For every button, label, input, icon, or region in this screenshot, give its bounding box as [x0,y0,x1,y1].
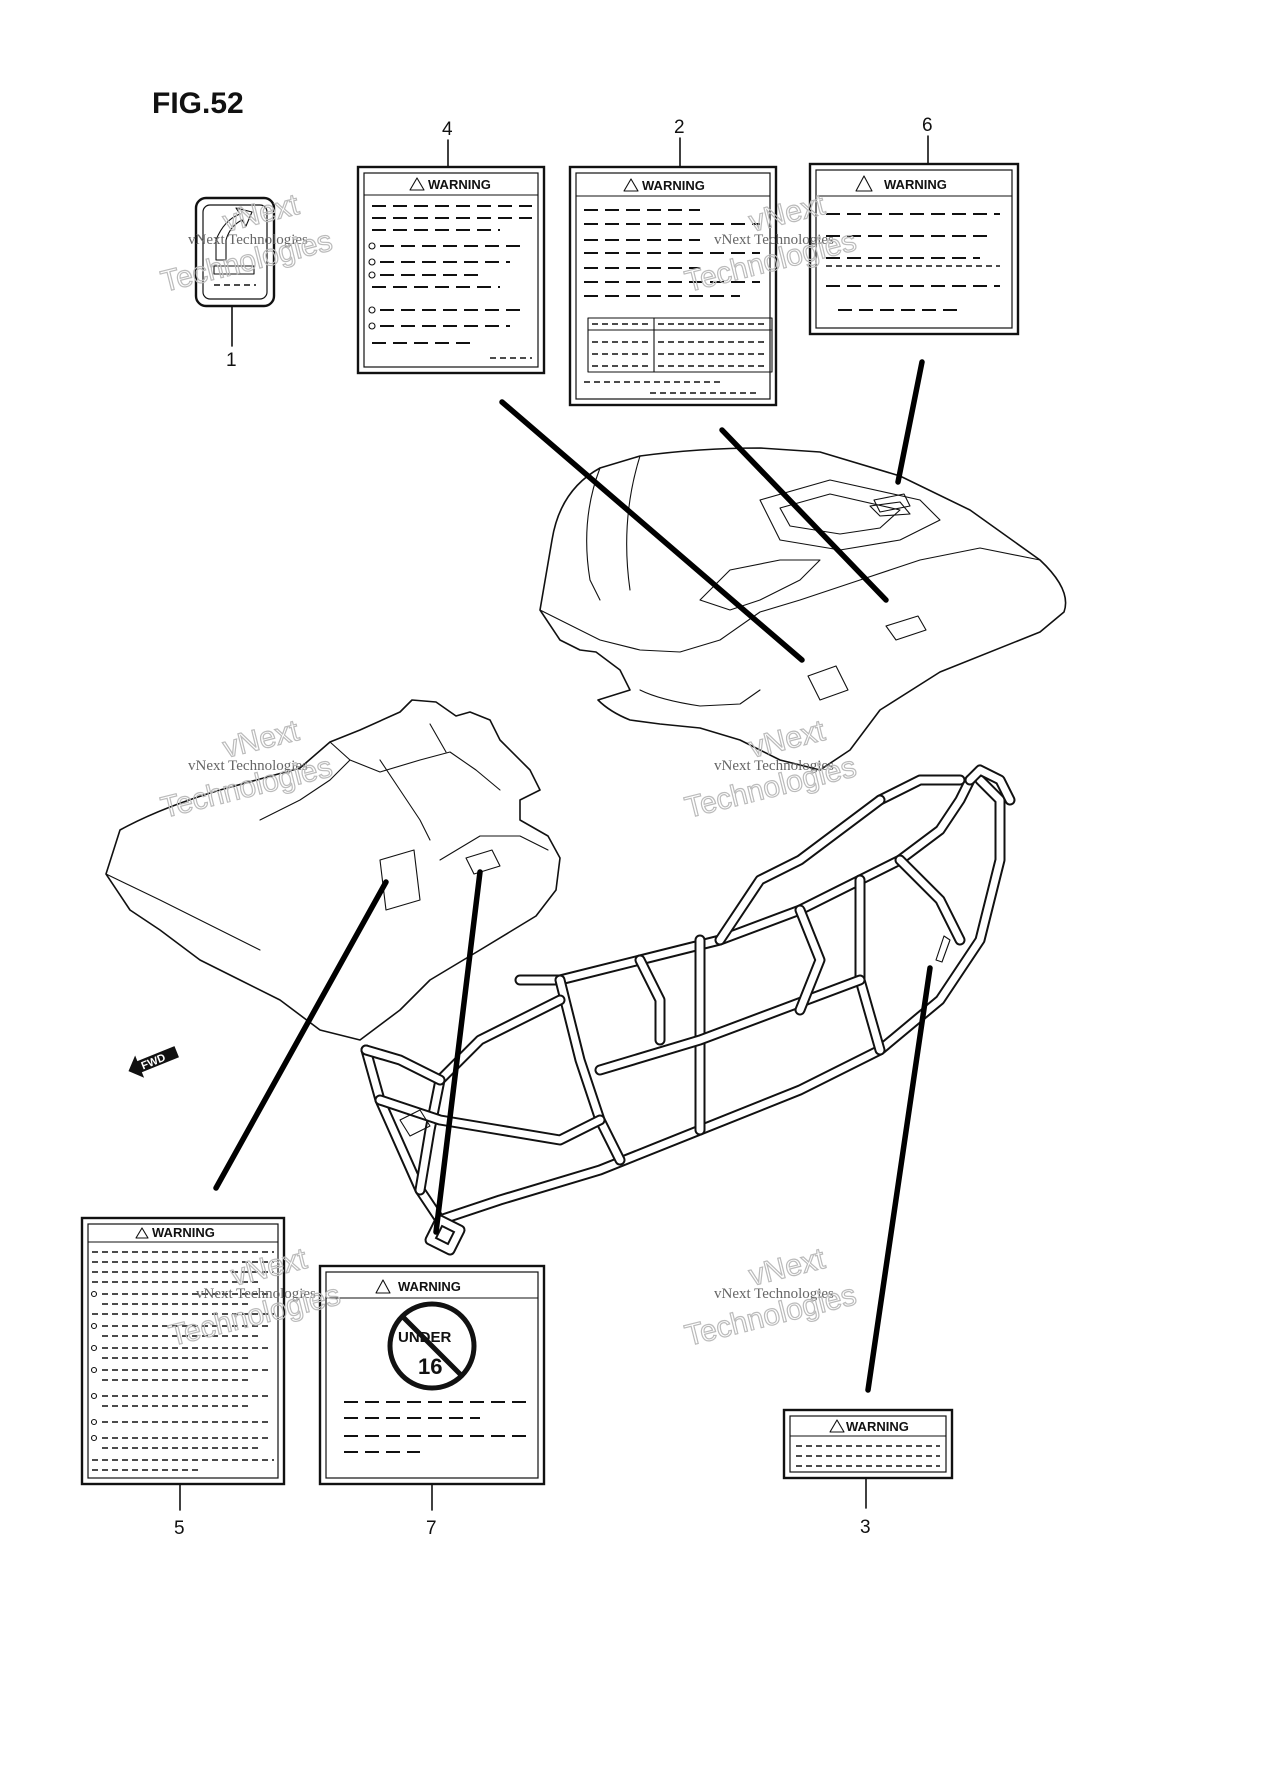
label-4-warning: WARNING [356,165,546,375]
label-2-warning: WARNING [568,165,778,407]
label-6-warning-text: WARNING [884,177,947,192]
watermark-bottom-left-line1: vNext Technologies [196,1286,316,1302]
label-4-warning-text: WARNING [428,177,491,192]
age-number-text: 16 [418,1354,442,1379]
watermark-mid-right-line1: vNext Technologies [714,758,834,774]
leader-4-to-fender [499,399,805,663]
label-5-warning-text: WARNING [152,1225,215,1240]
leader-5-to-fender [213,879,389,1191]
front-fender [105,699,561,1041]
watermark-bottom-right-line1: vNext Technologies [714,1286,834,1302]
leader-6-to-fender [895,359,925,485]
watermark-top-left-line1: vNext Technologies [188,232,308,248]
callout-7: 7 [426,1518,437,1539]
callout-2: 2 [674,117,685,138]
callout-5: 5 [174,1518,185,1539]
label-3-warning: WARNING [782,1408,954,1480]
callout-1: 1 [226,350,237,371]
callout-3: 3 [860,1517,871,1538]
watermark-mid-left: vNext Technologies vNext Technologies [157,713,336,825]
leader-3-to-frame [865,965,933,1393]
label-1-decal [194,196,276,308]
watermark-mid-left-line1: vNext Technologies [188,758,308,774]
label-2-warning-text: WARNING [642,178,705,193]
atv-frame [360,764,1016,1256]
callout-6: 6 [922,115,933,136]
label-5-warning: WARNING [80,1216,286,1486]
leader-7-to-fender [433,869,483,1235]
watermark-bottom-right: vNext Technologies vNext Technologies [681,1241,860,1353]
fwd-arrow-icon: FWD [128,1046,179,1078]
label-7-warning-text: WARNING [398,1279,461,1294]
label-6-warning: WARNING [808,162,1020,336]
callout-4: 4 [442,119,453,140]
label-3-warning-text: WARNING [846,1419,909,1434]
rear-fender [539,447,1067,771]
figure-title: FIG.52 [152,87,244,120]
label-7-warning: WARNING UNDER 16 [318,1264,546,1486]
fwd-label: FWD [140,1052,168,1073]
leader-2-to-fender [719,427,889,603]
watermark-top-right-line1: vNext Technologies [714,232,834,248]
